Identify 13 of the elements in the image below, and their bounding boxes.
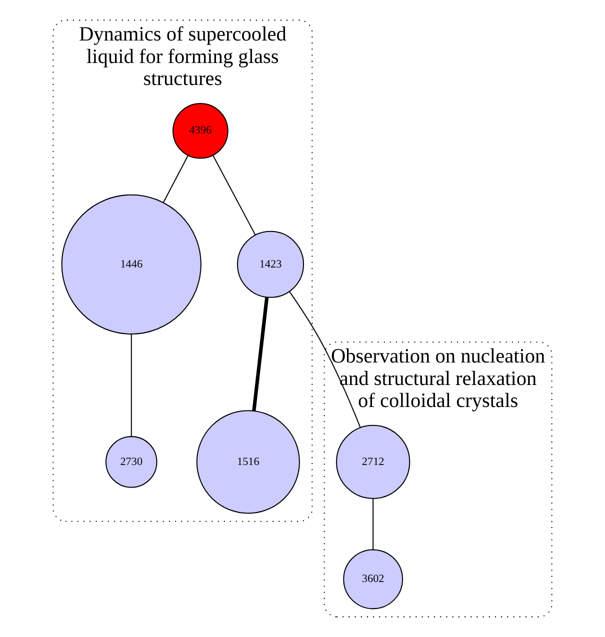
connector bbox=[130, 334, 132, 436]
node-circle: 1446 bbox=[61, 194, 202, 334]
node-circle: 2730 bbox=[105, 436, 158, 488]
connector bbox=[212, 155, 256, 236]
connector bbox=[289, 291, 361, 428]
node-circle: 3602 bbox=[343, 549, 404, 610]
node-circle: 2712 bbox=[336, 424, 410, 500]
node-circle: 1423 bbox=[237, 230, 304, 298]
node-circle: 1516 bbox=[196, 410, 300, 514]
node-circle: 4396 bbox=[172, 102, 228, 159]
connector bbox=[162, 155, 189, 203]
connector bbox=[252, 297, 269, 411]
connector bbox=[372, 498, 374, 550]
